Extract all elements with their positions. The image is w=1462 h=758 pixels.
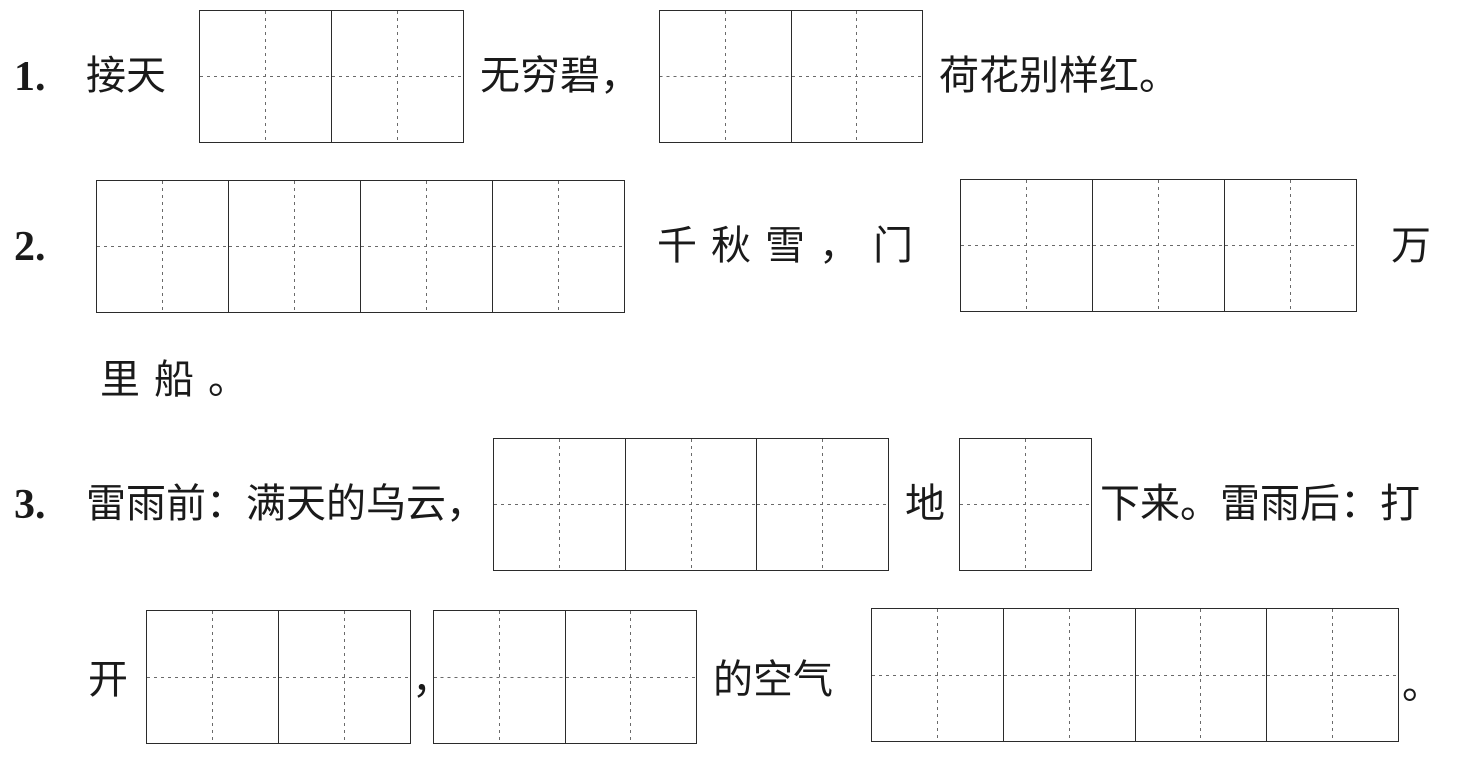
question-2-number: 2. — [14, 224, 46, 270]
writing-cell[interactable] — [1002, 609, 1135, 741]
q2-answer-grid-2[interactable] — [960, 179, 1357, 312]
q3-line2-start: 开 — [88, 657, 128, 703]
writing-cell[interactable] — [564, 611, 696, 743]
writing-cell[interactable] — [660, 11, 791, 142]
q3-answer-grid-4[interactable] — [433, 610, 697, 744]
writing-cell[interactable] — [494, 439, 625, 570]
q3-answer-grid-5[interactable] — [871, 608, 1399, 742]
writing-cell[interactable] — [147, 611, 278, 743]
q1-text-before-blank: 接天 — [86, 53, 166, 99]
q3-text-middle: 地 — [905, 481, 945, 527]
q1-text-middle: 无穷碧， — [480, 53, 640, 99]
q3-text-before-blank: 雷雨前：满天的乌云， — [86, 481, 486, 527]
q3-text-air: 的空气 — [713, 657, 833, 703]
question-3-number: 3. — [14, 482, 46, 528]
q2-text-continued: 里船。 — [100, 357, 262, 403]
q1-answer-grid-1[interactable] — [199, 10, 464, 143]
q1-answer-grid-2[interactable] — [659, 10, 923, 143]
writing-cell[interactable] — [1266, 609, 1398, 741]
writing-cell[interactable] — [278, 611, 410, 743]
q2-answer-grid-1[interactable] — [96, 180, 625, 313]
q2-text-end-of-line: 万 — [1391, 223, 1431, 269]
q1-text-after-blank: 荷花别样红。 — [939, 53, 1179, 99]
q3-answer-grid-2[interactable] — [959, 438, 1092, 571]
q3-period: 。 — [1402, 662, 1442, 708]
question-1-number: 1. — [14, 54, 46, 100]
writing-cell[interactable] — [228, 181, 360, 312]
writing-cell[interactable] — [1092, 180, 1224, 311]
q3-text-after-blank: 下来。雷雨后：打 — [1100, 481, 1420, 527]
writing-cell[interactable] — [624, 439, 757, 570]
writing-cell[interactable] — [1134, 609, 1267, 741]
writing-cell[interactable] — [200, 11, 331, 142]
writing-cell[interactable] — [97, 181, 228, 312]
writing-cell[interactable] — [756, 439, 889, 570]
q2-text-middle: 千秋雪，门 — [657, 223, 927, 269]
q3-answer-grid-1[interactable] — [493, 438, 889, 571]
writing-cell[interactable] — [790, 11, 922, 142]
writing-cell[interactable] — [1224, 180, 1356, 311]
writing-cell[interactable] — [331, 11, 463, 142]
writing-cell[interactable] — [872, 609, 1003, 741]
q3-answer-grid-3[interactable] — [146, 610, 411, 744]
writing-cell[interactable] — [434, 611, 565, 743]
writing-cell[interactable] — [492, 181, 624, 312]
writing-cell[interactable] — [960, 439, 1091, 570]
writing-cell[interactable] — [360, 181, 492, 312]
writing-cell[interactable] — [961, 180, 1092, 311]
